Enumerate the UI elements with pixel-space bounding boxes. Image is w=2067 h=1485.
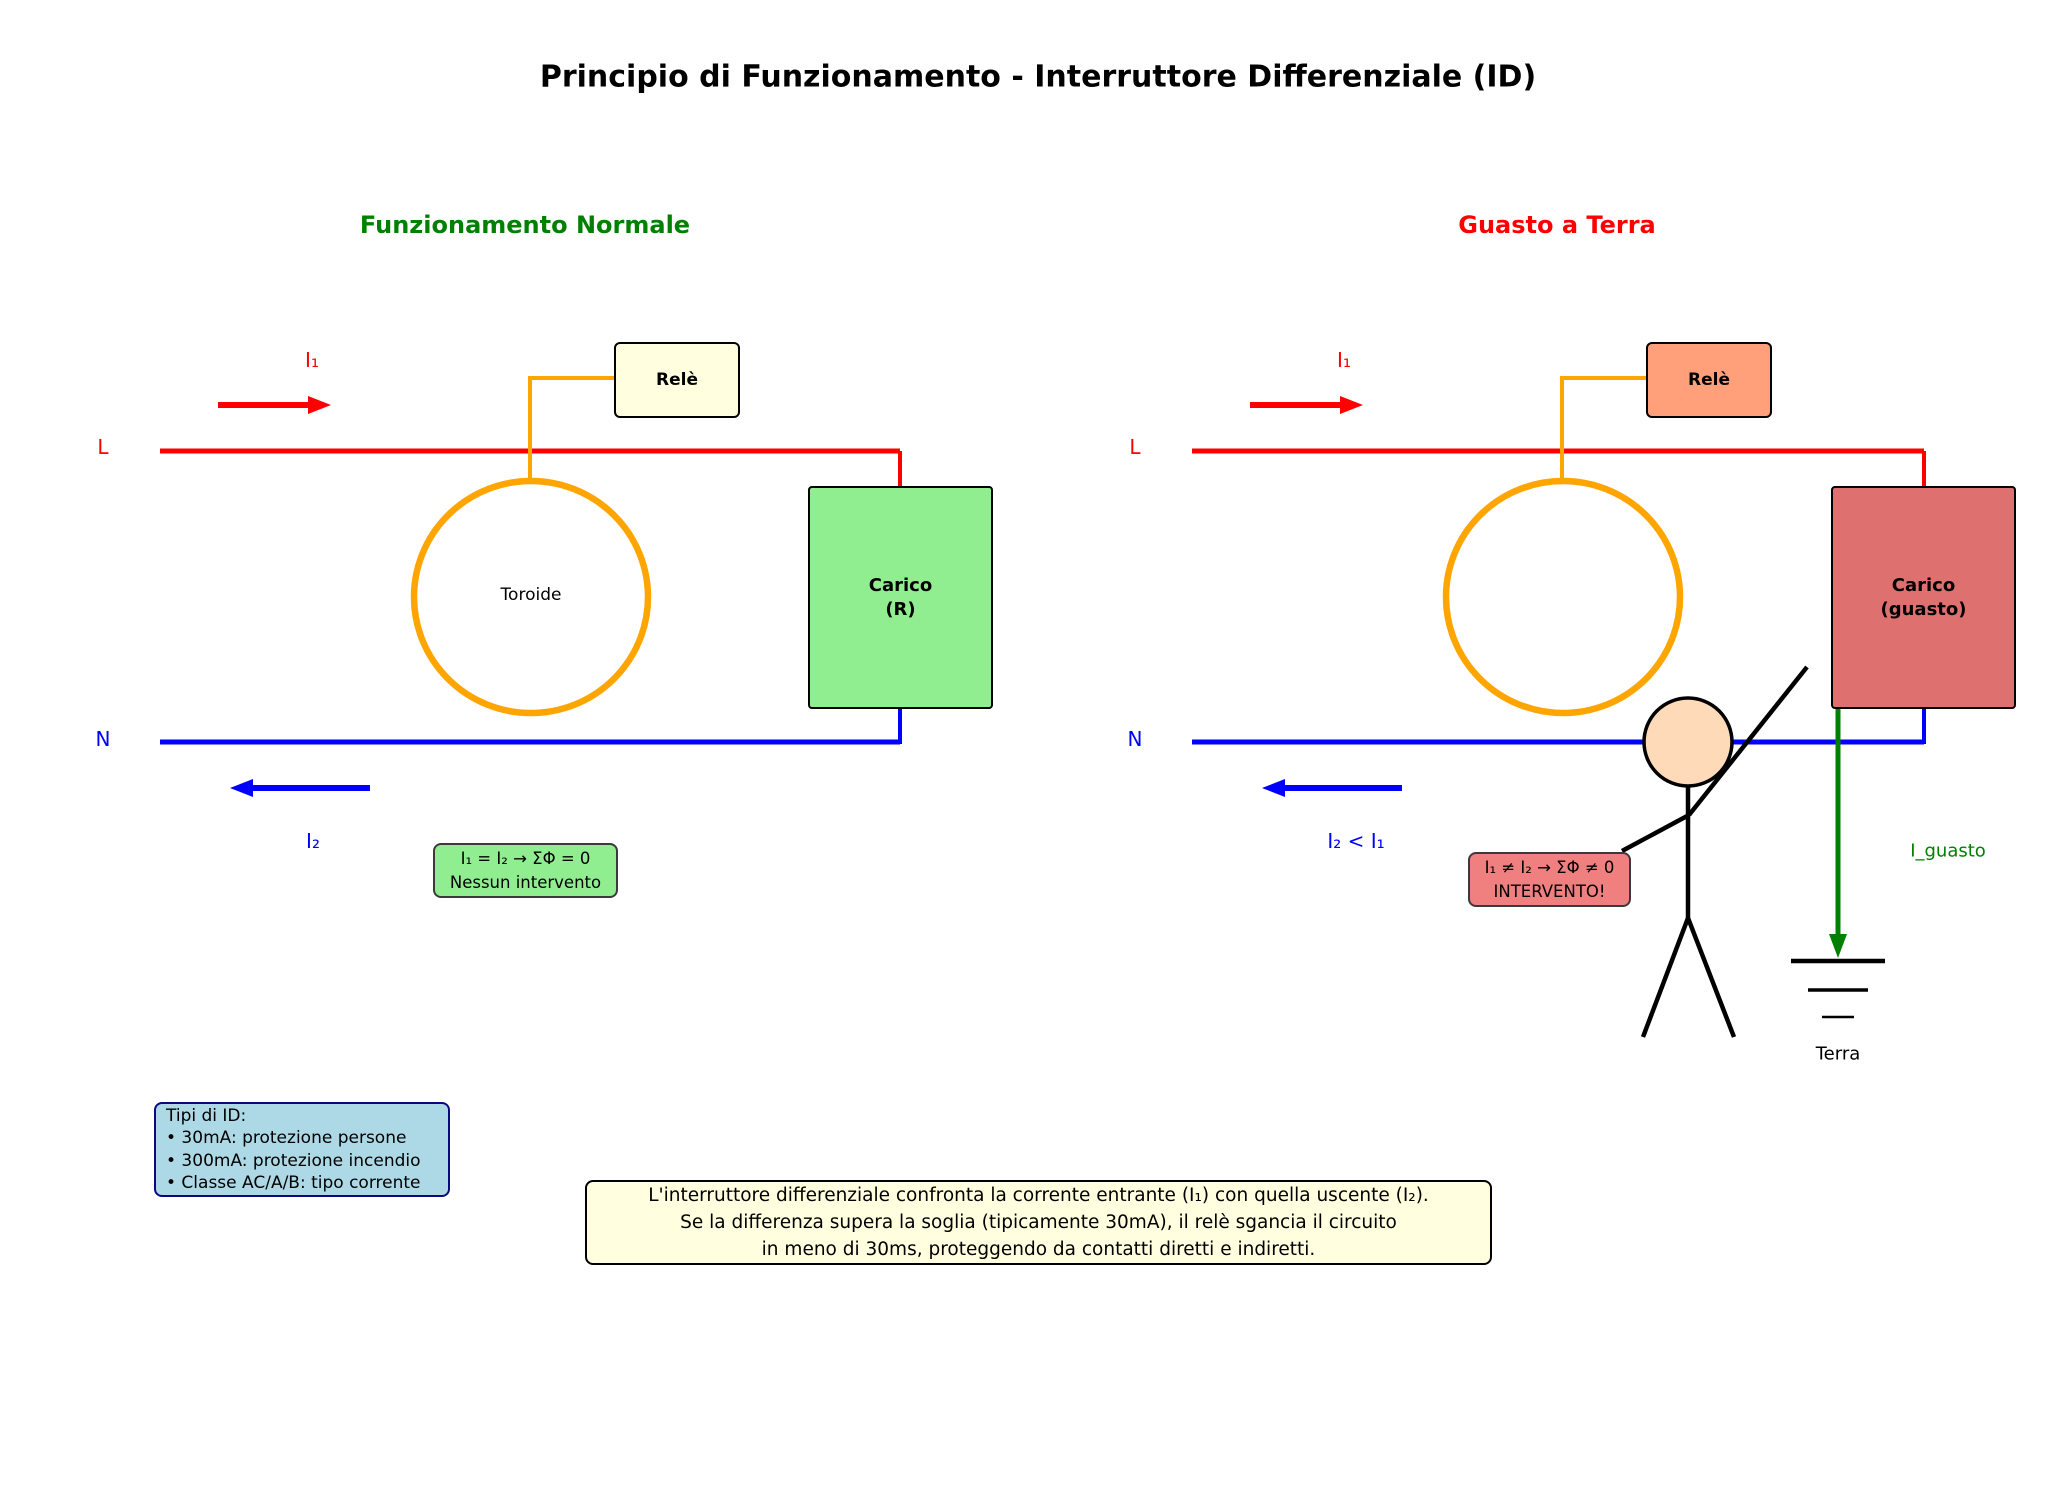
load-label-right-1: Carico [1891, 574, 1956, 596]
person-arm-raised [1687, 665, 1809, 817]
rele-label-left: Relè [656, 370, 698, 390]
phase-label-right: L [1129, 435, 1141, 459]
explanation-line3: in meno di 30ms, proteggendo da contatti… [761, 1239, 1316, 1260]
rele-box-left: Relè [614, 342, 740, 418]
person-arm-lower [1620, 813, 1691, 853]
person-leg-right [1685, 917, 1737, 1038]
current-i2-label-left: I₂ [306, 829, 320, 853]
rele-wire-left [528, 376, 652, 482]
info-box-fault: I₁ ≠ I₂ → ΣΦ ≠ 0 INTERVENTO! [1468, 852, 1631, 907]
id-types-item-2: • 300mA: protezione incendio [166, 1150, 421, 1171]
load-label-right-2: (guasto) [1880, 598, 1967, 620]
current-i1-label-left: I₁ [305, 348, 319, 372]
neutral-label-left: N [95, 727, 111, 751]
info-normal-line2: Nessun intervento [449, 872, 602, 892]
phase-label-left: L [97, 435, 109, 459]
id-types-item-1: • 30mA: protezione persone [166, 1128, 407, 1148]
id-types-title: Tipi di ID: [166, 1105, 247, 1126]
current-return-arrow-head-right [1262, 779, 1285, 797]
fault-current-label: I_guasto [1910, 840, 1986, 862]
id-types-box: Tipi di ID: • 30mA: protezione persone •… [154, 1102, 450, 1197]
info-fault-line2: INTERVENTO! [1493, 881, 1606, 901]
toroid-label: Toroide [500, 585, 562, 605]
load-box-right: Carico (guasto) [1831, 486, 2016, 709]
id-types-item-3: • Classe AC/A/B: tipo corrente [166, 1173, 421, 1193]
earth-label: Terra [1815, 1043, 1861, 1065]
person-leg-left [1640, 917, 1691, 1038]
load-label-left-1: Carico [868, 574, 933, 596]
rele-label-right: Relè [1688, 370, 1730, 390]
current-i1-label-right: I₁ [1337, 348, 1351, 372]
load-box-left: Carico (R) [808, 486, 993, 709]
explanation-line2: Se la differenza supera la soglia (tipic… [680, 1212, 1397, 1233]
current-in-arrow-head-left [308, 396, 331, 414]
current-return-arrow-head-left [230, 779, 253, 797]
person-head [1642, 696, 1734, 788]
info-fault-line1: I₁ ≠ I₂ → ΣΦ ≠ 0 [1484, 857, 1615, 877]
info-box-normal: I₁ = I₂ → ΣΦ = 0 Nessun intervento [433, 843, 618, 898]
toroid-right [1442, 477, 1684, 717]
info-normal-line1: I₁ = I₂ → ΣΦ = 0 [460, 848, 591, 868]
neutral-label-right: N [1127, 727, 1143, 751]
load-label-left-2: (R) [885, 598, 916, 620]
current-i2-label-right: I₂ < I₁ [1327, 829, 1385, 853]
explanation-line1: L'interruttore differenziale confronta l… [648, 1185, 1429, 1206]
explanation-box: L'interruttore differenziale confronta l… [585, 1180, 1492, 1265]
rele-box-right: Relè [1646, 342, 1772, 418]
rele-wire-right [1560, 376, 1684, 482]
fault-current-arrow-head [1829, 934, 1847, 958]
page-title: Principio di Funzionamento - Interruttor… [539, 59, 1537, 95]
panel-title-normal: Funzionamento Normale [359, 211, 691, 239]
panel-title-fault: Guasto a Terra [1458, 211, 1656, 239]
current-in-arrow-head-right [1340, 396, 1363, 414]
